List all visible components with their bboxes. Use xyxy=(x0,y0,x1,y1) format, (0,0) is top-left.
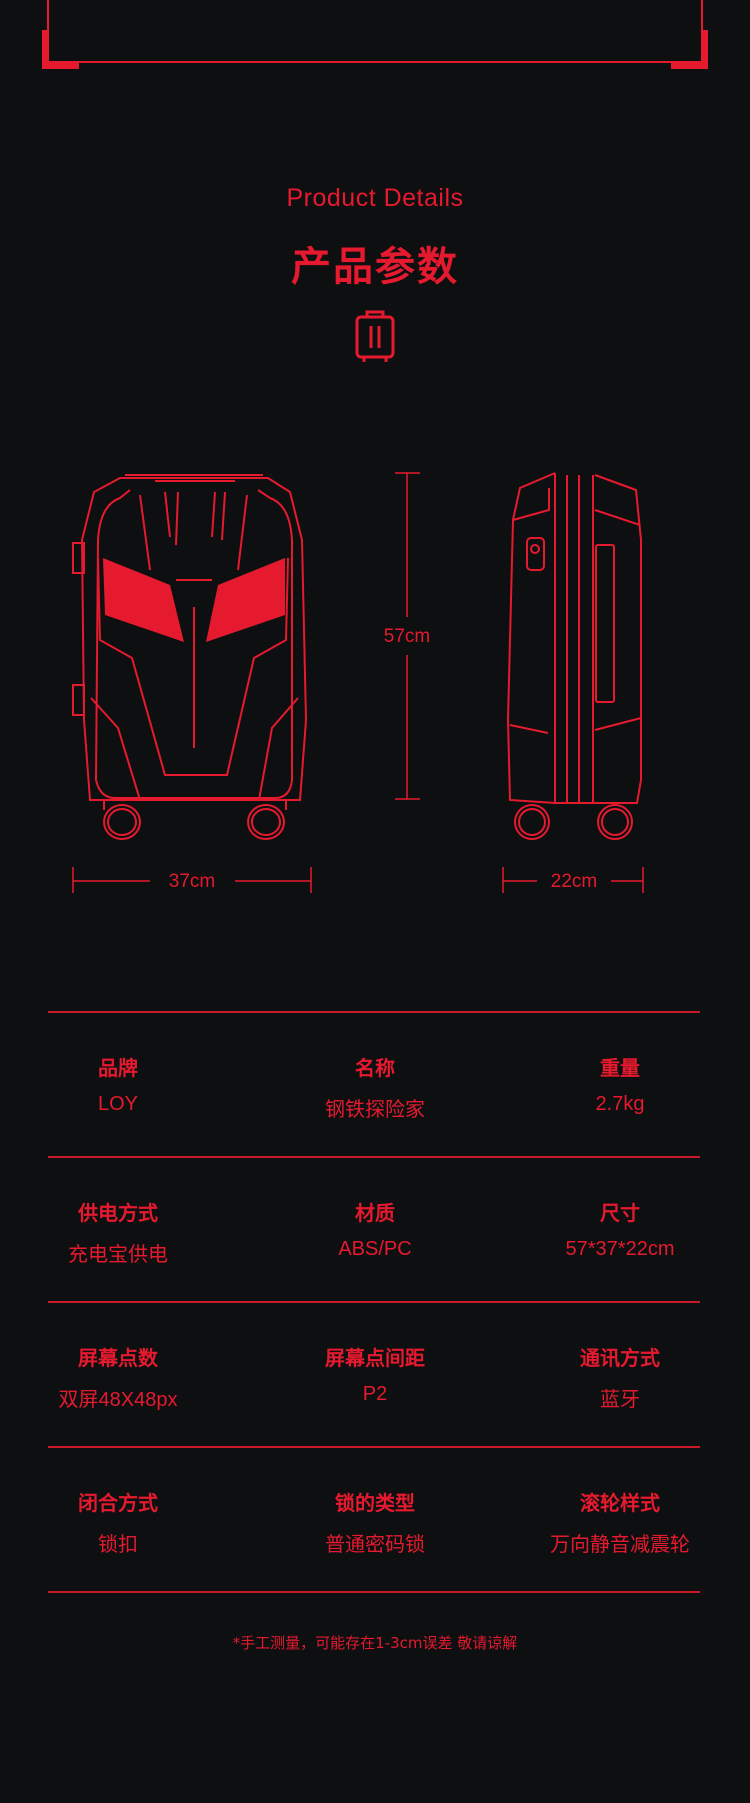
divider xyxy=(48,1591,700,1593)
suitcase-diagram xyxy=(72,472,644,893)
suitcase-front-view xyxy=(72,474,308,840)
spec-label: 重量 xyxy=(600,1056,640,1080)
spec-label: 通讯方式 xyxy=(580,1346,660,1370)
spec-label: 屏幕点间距 xyxy=(325,1346,425,1370)
height-dimension: 57cm xyxy=(379,626,435,648)
spec-label: 滚轮样式 xyxy=(580,1491,660,1515)
spec-value: 万向静音减震轮 xyxy=(550,1534,690,1556)
spec-label: 供电方式 xyxy=(78,1201,158,1225)
top-frame xyxy=(42,0,708,362)
spec-label: 名称 xyxy=(355,1056,395,1080)
divider xyxy=(48,1011,700,1013)
spec-value: 2.7kg xyxy=(595,1093,645,1115)
screen-eye-right xyxy=(206,558,285,642)
spec-label: 锁的类型 xyxy=(335,1491,415,1515)
spec-value: 57*37*22cm xyxy=(565,1238,675,1260)
divider xyxy=(48,1301,700,1303)
spec-label: 屏幕点数 xyxy=(78,1346,158,1370)
dimension-lines xyxy=(72,472,644,893)
width-dimension: 37cm xyxy=(164,871,220,893)
spec-value: 锁扣 xyxy=(98,1534,138,1556)
suitcase-icon xyxy=(355,310,395,362)
spec-label: 闭合方式 xyxy=(78,1491,158,1515)
spec-value: ABS/PC xyxy=(338,1238,412,1260)
spec-value: 蓝牙 xyxy=(600,1389,640,1411)
spec-label: 材质 xyxy=(355,1201,395,1225)
spec-value: P2 xyxy=(362,1383,388,1405)
suitcase-side-view xyxy=(506,472,642,840)
spec-value: 普通密码锁 xyxy=(325,1534,425,1556)
depth-dimension: 22cm xyxy=(546,871,602,893)
spec-label: 尺寸 xyxy=(600,1201,640,1225)
spec-value: 充电宝供电 xyxy=(68,1244,168,1266)
section-title: 产品参数 xyxy=(291,244,459,290)
screen-eye-left xyxy=(103,558,184,642)
divider xyxy=(48,1156,700,1158)
divider xyxy=(48,1446,700,1448)
spec-value: 双屏48X48px xyxy=(58,1389,178,1411)
spec-label: 品牌 xyxy=(98,1056,138,1080)
spec-value: 钢铁探险家 xyxy=(325,1099,425,1121)
measurement-note: *手工测量，可能存在1-3cm误差 敬请谅解 xyxy=(232,1634,518,1652)
section-subtitle: Product Details xyxy=(286,184,464,212)
spec-value: LOY xyxy=(97,1093,139,1115)
